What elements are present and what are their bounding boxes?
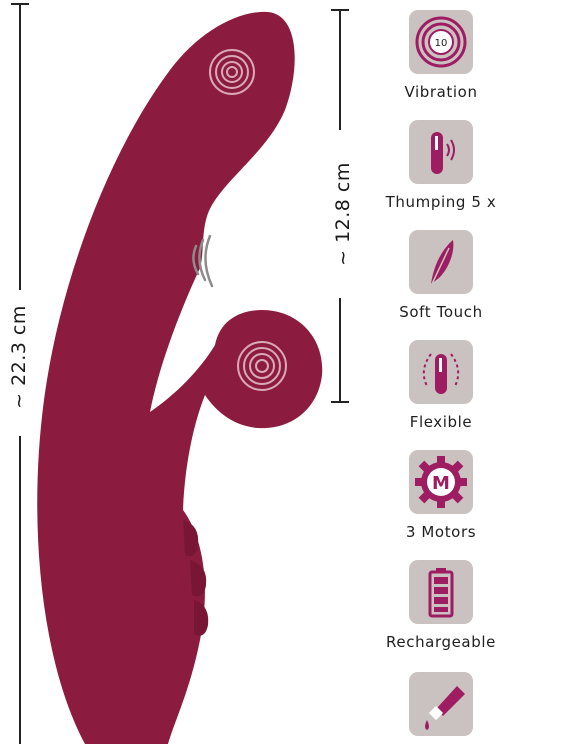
thumping-icon bbox=[409, 120, 473, 184]
feature-label: Rechargeable bbox=[386, 633, 496, 651]
thumping-waves bbox=[192, 234, 214, 288]
lubricant-tube-icon bbox=[409, 672, 473, 736]
arm-vibration-rings bbox=[237, 341, 287, 391]
vibration-badge: 10 bbox=[435, 38, 448, 49]
battery-icon bbox=[409, 560, 473, 624]
flexible-icon bbox=[409, 340, 473, 404]
feature-vibration: 10 Vibration bbox=[376, 10, 506, 101]
feather-icon bbox=[409, 230, 473, 294]
feature-label: Soft Touch bbox=[399, 303, 483, 321]
feature-soft-touch: Soft Touch bbox=[376, 230, 506, 321]
feature-thumping: Thumping 5 x bbox=[376, 120, 506, 211]
shaft-ribs bbox=[183, 520, 209, 636]
feature-label: Vibration bbox=[404, 83, 478, 101]
motor-badge: M bbox=[432, 473, 450, 494]
feature-label: Thumping 5 x bbox=[385, 193, 497, 211]
feature-lubricant bbox=[376, 672, 506, 745]
feature-label: Flexible bbox=[409, 413, 473, 431]
motor-gear-icon: M bbox=[409, 450, 473, 514]
feature-flexible: Flexible bbox=[376, 340, 506, 431]
feature-rechargeable: Rechargeable bbox=[376, 560, 506, 651]
tip-vibration-rings bbox=[209, 49, 255, 95]
product-body bbox=[37, 11, 323, 744]
vibration-icon: 10 bbox=[409, 10, 473, 74]
feature-motors: M 3 Motors bbox=[376, 450, 506, 541]
feature-label: 3 Motors bbox=[405, 523, 477, 541]
